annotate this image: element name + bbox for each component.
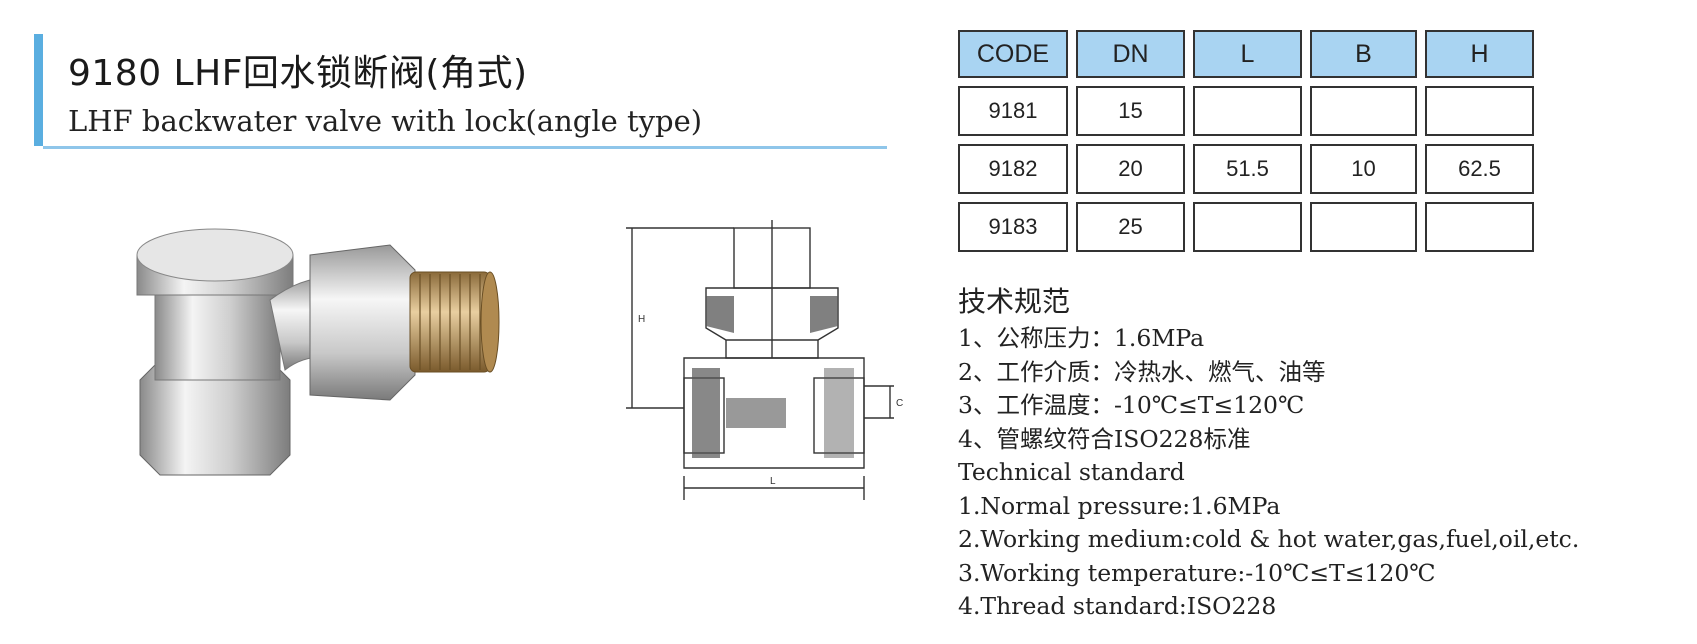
table-header-row: CODE DN L B H [958,30,1534,78]
dim-label-c: C [896,398,903,409]
table-cell: 9182 [958,144,1068,194]
table-cell: 51.5 [1193,144,1302,194]
spec-line: 4.Thread standard:ISO228 [958,592,1277,620]
valve-photo [136,228,500,476]
spec-line: 2、工作介质：冷热水、燃气、油等 [958,357,1326,386]
spec-line: 1、公称压力：1.6MPa [958,324,1205,352]
title-accent-bar [34,34,43,146]
technical-specs: 技术规范 1、公称压力：1.6MPa 2、工作介质：冷热水、燃气、油等 3、工作… [958,280,1579,624]
spec-line: 3.Working temperature:-10℃≤T≤120℃ [958,558,1436,587]
header-cell-b: B [1310,30,1417,78]
table-cell [1425,202,1534,252]
header-cell-l: L [1193,30,1302,78]
table-cell [1193,86,1302,136]
spec-line: 2.Working medium:cold & hot water,gas,fu… [958,525,1580,553]
table-row: 9183 25 [958,202,1534,252]
table-cell [1193,202,1302,252]
page-subtitle: LHF backwater valve with lock(angle type… [68,104,703,138]
dim-label-l: L [770,476,776,487]
header-cell-h: H [1425,30,1534,78]
spec-table: CODE DN L B H 9181 15 9182 20 51.5 10 62… [958,30,1534,260]
header-cell-code: CODE [958,30,1068,78]
table-cell: 15 [1076,86,1185,136]
table-cell [1425,86,1534,136]
table-cell: 10 [1310,144,1417,194]
page-title: 9180 LHF回水锁断阀(角式) [68,53,528,94]
table-cell: 9181 [958,86,1068,136]
valve-section-drawing: H C L [626,220,903,500]
spec-line: 3、工作温度：-10℃≤T≤120℃ [958,391,1305,419]
dim-label-h: H [638,314,645,325]
table-row: 9182 20 51.5 10 62.5 [958,144,1534,194]
table-cell [1310,202,1417,252]
header-cell-dn: DN [1076,30,1185,78]
table-cell: 62.5 [1425,144,1534,194]
specs-heading: 技术规范 [958,285,1071,318]
spec-line: 1.Normal pressure:1.6MPa [958,491,1281,520]
table-cell: 25 [1076,202,1185,252]
table-row: 9181 15 [958,86,1534,136]
spec-line: 4、管螺纹符合ISO228标准 [958,424,1251,453]
title-divider [43,146,887,149]
table-cell: 9183 [958,202,1068,252]
table-cell [1310,86,1417,136]
table-cell: 20 [1076,144,1185,194]
spec-line: Technical standard [958,458,1185,486]
